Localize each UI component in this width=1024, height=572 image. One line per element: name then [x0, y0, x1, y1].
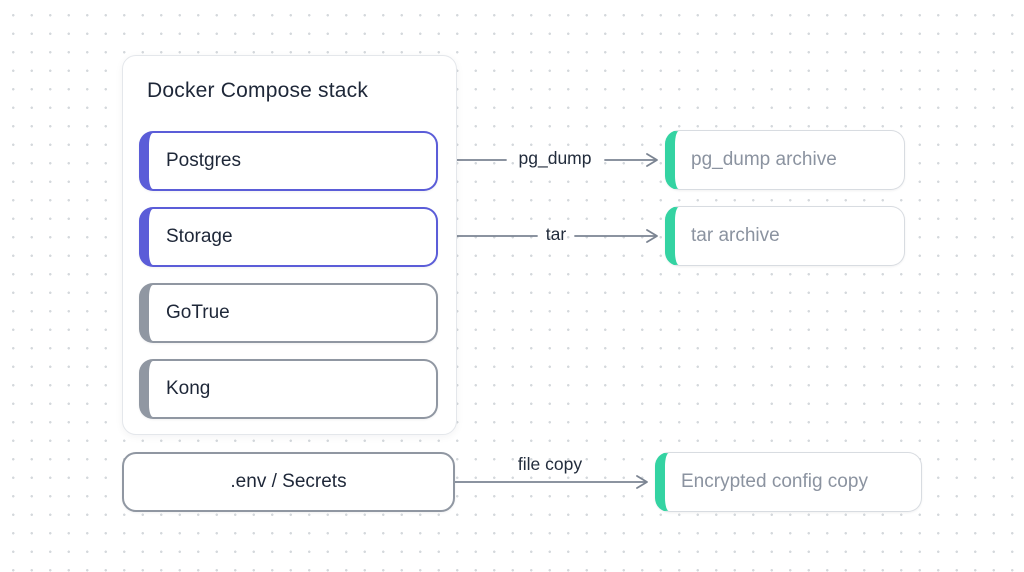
- service-node-gotrue: GoTrue: [139, 283, 438, 343]
- service-label: Postgres: [166, 150, 241, 171]
- artifact-label: tar archive: [691, 225, 780, 246]
- artifact-label: Encrypted config copy: [681, 471, 868, 492]
- arrow-label-tar: tar: [545, 224, 567, 244]
- secrets-label: .env / Secrets: [230, 471, 347, 492]
- artifact-label: pg_dump archive: [691, 149, 837, 170]
- service-node-kong: Kong: [139, 359, 438, 419]
- service-label: Storage: [166, 226, 233, 247]
- service-node-postgres: Postgres: [139, 131, 438, 191]
- artifact-node-pgdump-archive: pg_dump archive: [665, 130, 905, 190]
- arrowhead-pgdump: [646, 153, 658, 167]
- arrow-label-filecopy: file copy: [517, 454, 583, 474]
- arrowhead-filecopy: [636, 475, 648, 489]
- service-label: GoTrue: [166, 302, 230, 323]
- docker-compose-stack-group: Docker Compose stack Postgres Storage Go…: [122, 55, 457, 435]
- service-label: Kong: [166, 378, 211, 399]
- artifact-node-tar-archive: tar archive: [665, 206, 905, 266]
- service-node-storage: Storage: [139, 207, 438, 267]
- secrets-node: .env / Secrets: [122, 452, 455, 512]
- arrowhead-tar: [646, 229, 658, 243]
- stack-title: Docker Compose stack: [147, 79, 369, 102]
- arrow-label-pgdump: pg_dump: [518, 148, 592, 168]
- artifact-node-encrypted-config-copy: Encrypted config copy: [655, 452, 922, 512]
